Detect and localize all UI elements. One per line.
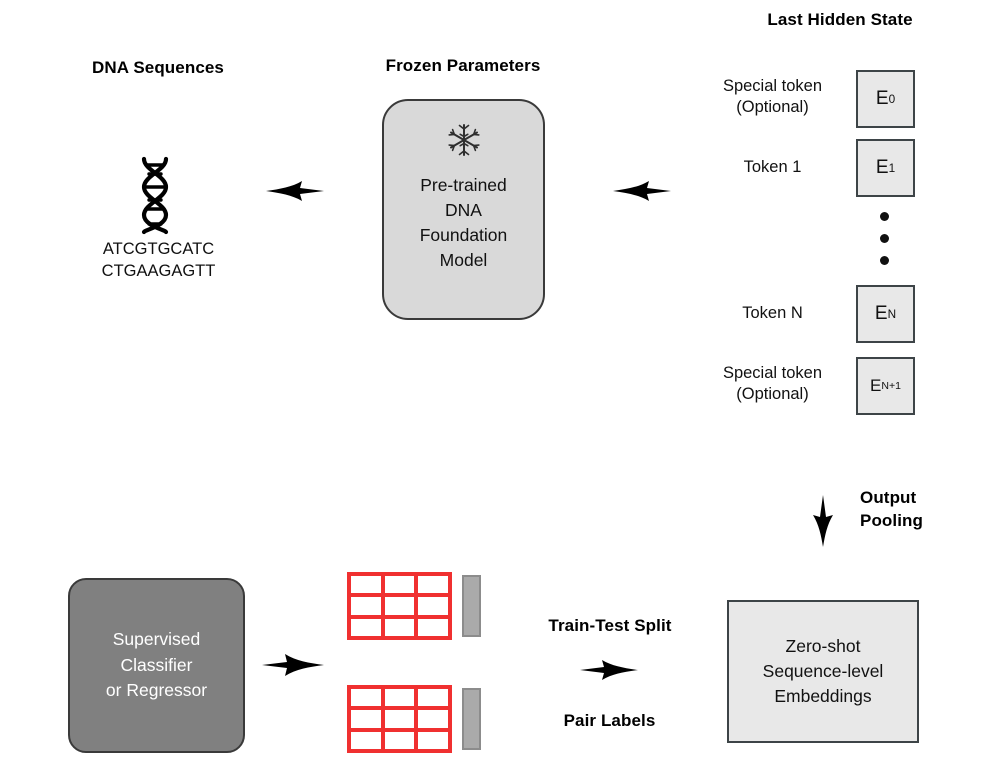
embedding-subscript: 1	[888, 161, 896, 175]
embedding-symbol: E	[874, 303, 888, 324]
vertical-ellipsis	[880, 212, 889, 265]
matrix-cell	[384, 731, 415, 749]
token-label-line-1: Special token	[722, 364, 823, 382]
train-test-split-label: Train-Test Split	[548, 616, 672, 635]
classifier-line-1: Supervised	[112, 629, 201, 650]
matrix-cell	[418, 731, 448, 749]
embedding-subscript: N	[887, 307, 897, 321]
matrix-cell	[384, 618, 415, 636]
last-hidden-state-heading: Last Hidden State	[767, 10, 913, 29]
arrow-left-icon-embeddings-to-matrices	[580, 655, 638, 685]
embedding-subscript: 0	[888, 92, 896, 106]
arrow-down-icon-output-pooling	[808, 495, 838, 547]
matrix-cell	[351, 710, 381, 728]
matrix-cell	[351, 731, 381, 749]
train-label-vector-bar	[462, 575, 481, 637]
dna-sequences-heading: DNA Sequences	[92, 58, 224, 77]
embedding-symbol: E	[870, 376, 882, 395]
token-label-special-start: Special token (Optional)	[700, 76, 845, 118]
embeddings-line-2: Sequence-level	[762, 661, 884, 682]
arrow-right-icon-dna-to-model	[266, 176, 326, 206]
arrow-left-icon-matrices-to-classifier	[262, 649, 324, 681]
ellipsis-dot	[880, 234, 889, 243]
token-label-line-1: Special token	[722, 77, 823, 95]
pretrained-model-box: Pre-trained DNA Foundation Model	[382, 99, 545, 320]
pretrained-model-label: Pre-trained DNA Foundation Model	[384, 173, 543, 272]
dna-sequence-2: CTGAAGAGTT	[101, 261, 216, 280]
matrix-cell	[418, 576, 448, 594]
model-line-1: Pre-trained	[420, 175, 507, 195]
output-pooling-line-1: Output	[860, 488, 917, 507]
matrix-cell	[418, 618, 448, 636]
output-pooling-line-2: Pooling	[860, 510, 924, 530]
matrix-cell	[351, 576, 381, 594]
matrix-cell	[418, 597, 448, 615]
dna-sequence-list: ATCGTGCATC CTGAAGAGTT	[56, 239, 261, 283]
supervised-classifier-box: Supervised Classifier or Regressor	[68, 578, 245, 753]
model-line-4: Model	[439, 249, 488, 270]
model-line-2: DNA	[445, 199, 482, 220]
token-label-1: Token 1	[700, 157, 845, 178]
snowflake-icon	[447, 123, 481, 157]
matrix-cell	[351, 689, 381, 707]
matrix-cell	[418, 689, 448, 707]
pair-labels-label: Pair Labels	[563, 711, 656, 730]
token-label-line-1: Token 1	[743, 158, 802, 176]
embeddings-line-3: Embeddings	[774, 685, 872, 706]
matrix-cell	[384, 689, 415, 707]
ellipsis-dot	[880, 212, 889, 221]
zero-shot-embeddings-box: Zero-shot Sequence-level Embeddings	[727, 600, 919, 743]
embedding-symbol: E	[875, 88, 889, 109]
output-pooling-label: Output Pooling	[860, 487, 990, 533]
matrix-cell	[384, 710, 415, 728]
dna-helix-icon	[133, 156, 177, 235]
zero-shot-embeddings-label: Zero-shot Sequence-level Embeddings	[763, 634, 884, 709]
matrix-cell	[384, 597, 415, 615]
embeddings-line-1: Zero-shot	[785, 636, 861, 657]
token-label-line-2: (Optional)	[736, 98, 809, 117]
embedding-symbol: E	[875, 157, 889, 178]
matrix-cell	[384, 576, 415, 594]
matrix-cell	[418, 710, 448, 728]
token-label-line-2: (Optional)	[736, 385, 809, 404]
supervised-classifier-label: Supervised Classifier or Regressor	[106, 627, 207, 703]
frozen-parameters-heading: Frozen Parameters	[385, 56, 541, 75]
token-label-n: Token N	[700, 303, 845, 324]
model-line-3: Foundation	[419, 224, 508, 245]
test-matrix-grid	[347, 685, 452, 753]
token-label-special-end: Special token (Optional)	[700, 363, 845, 405]
arrow-right-icon-model-to-hidden	[613, 176, 673, 206]
embedding-subscript: N+1	[881, 380, 901, 392]
matrix-cell	[351, 597, 381, 615]
dna-sequence-1: ATCGTGCATC	[102, 240, 215, 258]
classifier-line-2: Classifier	[120, 654, 193, 675]
classifier-line-3: or Regressor	[105, 680, 208, 701]
matrix-cell	[351, 618, 381, 636]
ellipsis-dot	[880, 256, 889, 265]
train-matrix-grid	[347, 572, 452, 640]
token-label-line-1: Token N	[742, 304, 803, 322]
test-label-vector-bar	[462, 688, 481, 750]
